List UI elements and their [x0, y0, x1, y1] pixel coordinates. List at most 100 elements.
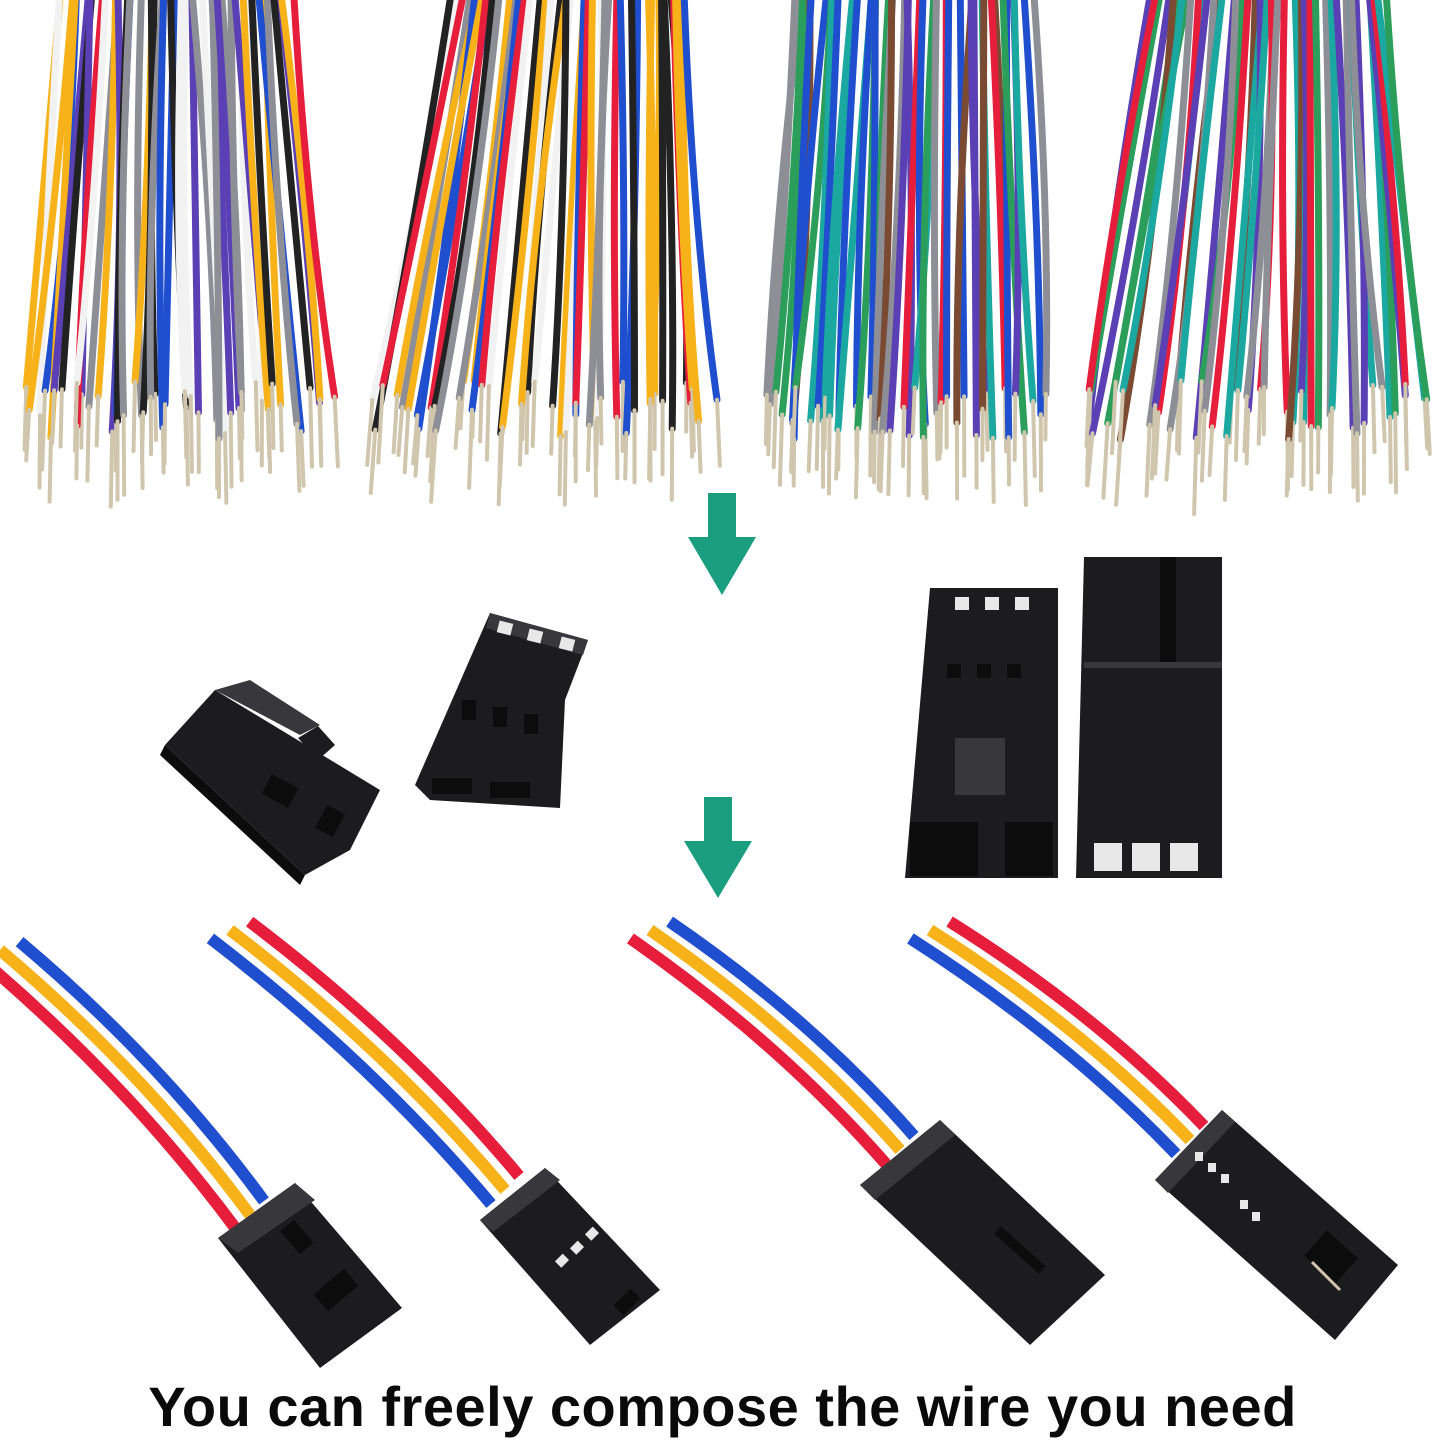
crimp-pin [937, 413, 938, 460]
crimp-pin [301, 431, 304, 486]
crimp-pin [527, 392, 528, 453]
crimp-pin [241, 392, 242, 438]
crimp-pin [1166, 429, 1170, 479]
wire [1316, 0, 1319, 427]
cable-assembly [910, 922, 1204, 1154]
crimp-pin [40, 415, 41, 487]
crimp-pin [1194, 438, 1196, 514]
crimp-pin [1179, 380, 1181, 453]
cable-connector-2 [480, 1168, 660, 1345]
crimp-pin [1147, 425, 1150, 496]
crimp-pin [165, 404, 166, 464]
crimp-pin [825, 398, 826, 449]
crimp-pin [774, 392, 776, 468]
cable-wire [250, 922, 519, 1176]
crimp-pin [617, 417, 618, 479]
crimp-pin [993, 438, 994, 502]
connector-housing-latch [160, 680, 380, 885]
wire [1326, 0, 1331, 415]
wire [1310, 0, 1311, 426]
crimp-pin [185, 391, 186, 457]
crimp-pin [320, 399, 321, 466]
cable-connector-3 [860, 1120, 1105, 1345]
connector-housing-open [905, 588, 1058, 878]
connector-housing-front [415, 613, 588, 808]
finished-connector-housings [218, 1110, 1398, 1368]
crimp-pin [134, 382, 136, 451]
crimp-pin [335, 397, 338, 467]
crimp-pin [870, 397, 871, 476]
crimp-pin [874, 432, 875, 483]
down-arrow-icon [688, 493, 756, 595]
crimp-pin [87, 406, 89, 480]
crimp-pin [142, 412, 143, 462]
crimp-pin [456, 398, 460, 448]
caption-text: You can freely compose the wire you need [0, 1372, 1445, 1442]
cable-wire [650, 930, 900, 1150]
crimp-pin [717, 400, 720, 466]
connector-housing-flat-pair [905, 557, 1222, 878]
crimp-pin [1405, 384, 1406, 444]
crimp-pin [520, 404, 522, 465]
crimp-pin [1382, 387, 1385, 441]
crimp-pin [1390, 417, 1391, 482]
crimp-pin [239, 408, 240, 458]
wire-bundle [367, 0, 720, 505]
crimp-pin [52, 390, 54, 443]
crimp-pin [1244, 396, 1246, 451]
connector-housing-angled-pair [160, 613, 588, 885]
crimp-pin [1210, 426, 1213, 475]
crimp-pin [588, 425, 589, 470]
cable-wire [0, 950, 250, 1215]
connector-housing-closed [1076, 557, 1222, 878]
wire [934, 0, 936, 413]
crimp-pin [1087, 389, 1090, 446]
wire [632, 0, 635, 410]
crimp-pin [1033, 401, 1035, 476]
crimp-pin [1373, 385, 1375, 452]
crimp-pin [231, 413, 232, 487]
crimp-pin [155, 394, 156, 440]
crimp-pin [487, 386, 489, 460]
wire [662, 0, 663, 401]
cable-wire [0, 958, 236, 1229]
crimp-pin [1395, 413, 1396, 492]
crimp-pin [272, 384, 273, 448]
crimp-pin [310, 388, 312, 467]
cable-connector-4 [1155, 1110, 1398, 1340]
crimp-pin [405, 409, 409, 472]
cable-wire [630, 938, 886, 1164]
crimp-pin [371, 430, 376, 493]
crimp-pin [1045, 394, 1046, 440]
crimp-pin [909, 436, 910, 496]
wire [947, 0, 949, 396]
crimp-pin [699, 421, 701, 472]
crimped-wire-bundles [25, 0, 1430, 514]
crimp-pin [124, 415, 125, 495]
crimp-pin [903, 407, 904, 466]
crimp-pin [856, 428, 858, 497]
crimp-pin [1331, 408, 1332, 475]
crimp-pin [256, 382, 258, 450]
wire-bundle [25, 0, 338, 507]
crimp-pin [913, 388, 915, 434]
crimp-pin [649, 399, 650, 479]
crimp-pin [1225, 436, 1227, 500]
crimp-pin [1236, 390, 1238, 460]
crimp-pin [1024, 432, 1026, 505]
crimp-pin [1300, 391, 1301, 441]
crimp-pin [829, 416, 830, 494]
crimp-pin [888, 430, 890, 494]
crimp-pin [1202, 411, 1205, 481]
crimp-pin [817, 406, 818, 469]
crimp-pin [1103, 423, 1107, 498]
crimp-pin [766, 395, 767, 444]
crimp-pin [225, 433, 226, 503]
crimp-pin [1287, 439, 1289, 496]
crimp-pin [575, 403, 576, 456]
cable-wire [910, 938, 1176, 1154]
crimp-pin [565, 432, 566, 505]
crimp-pin [1259, 389, 1261, 444]
